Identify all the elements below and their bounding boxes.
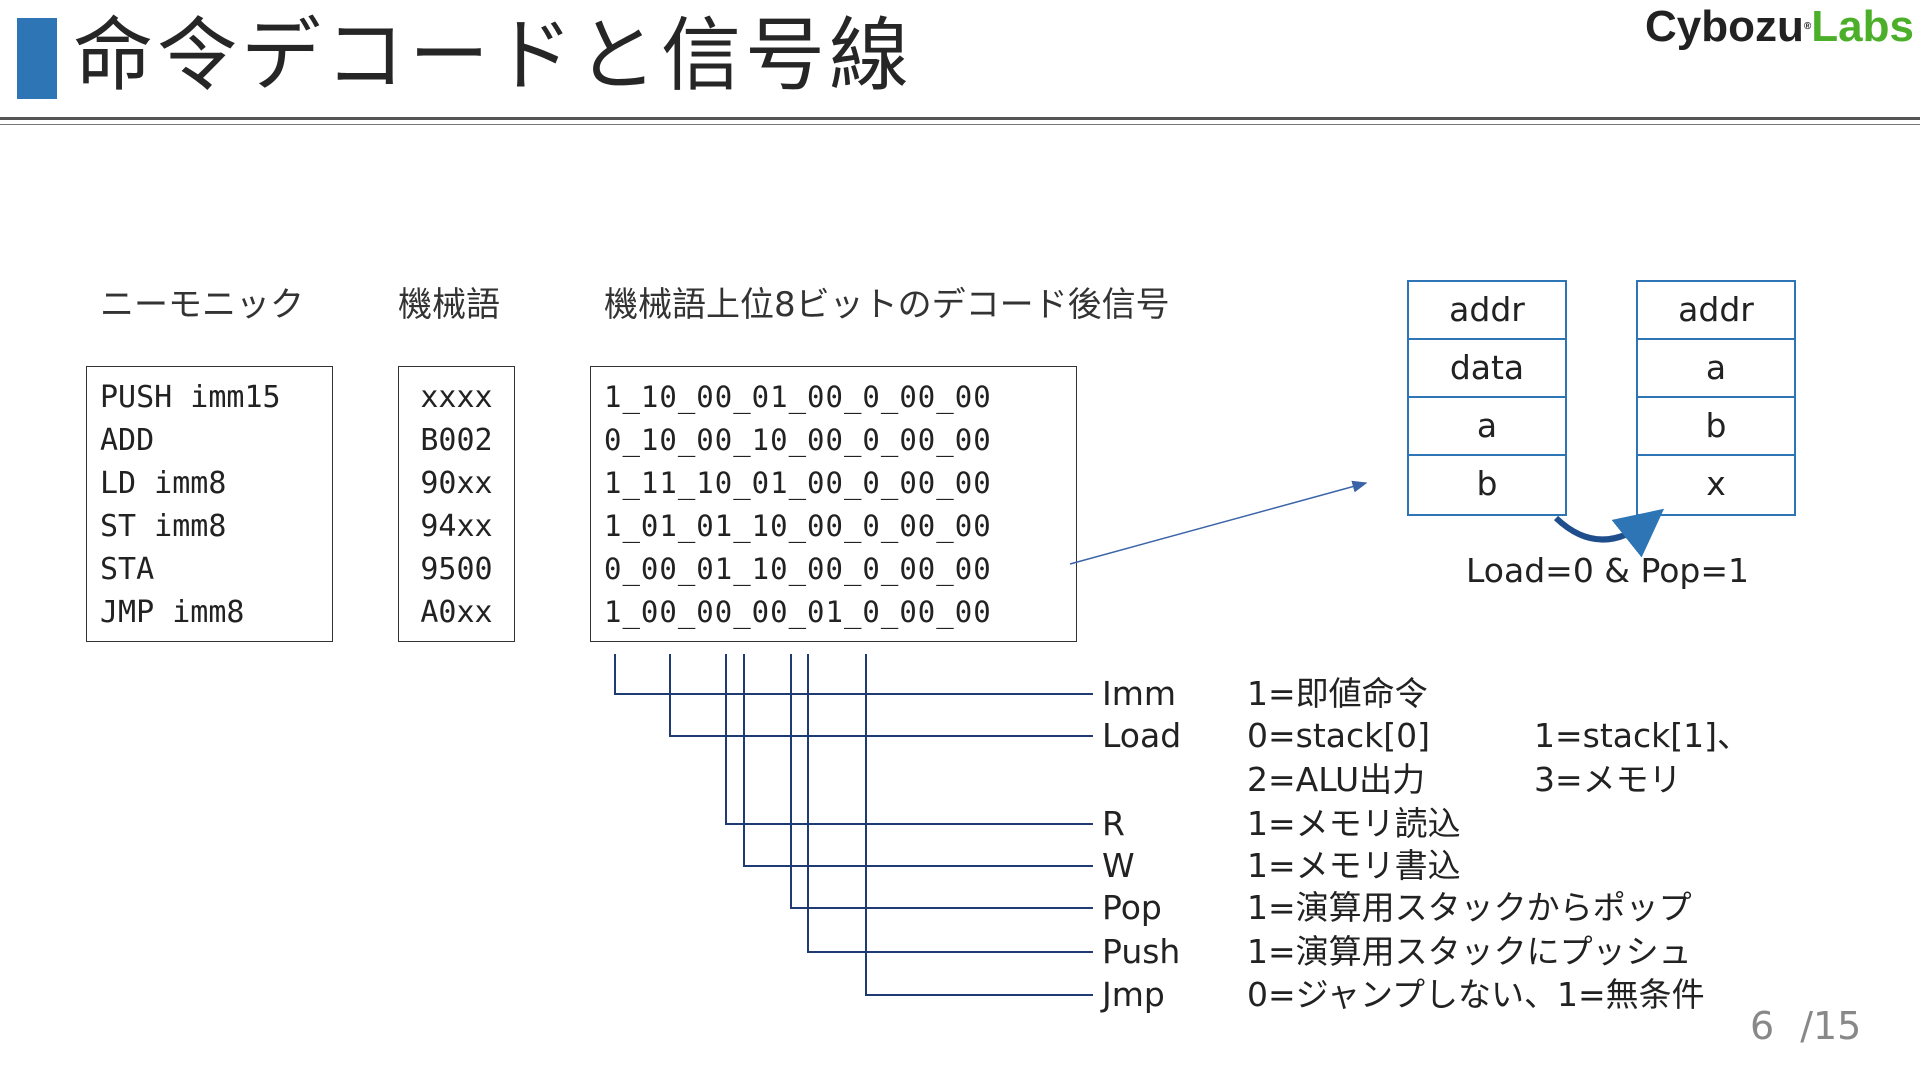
logo-text-labs: Labs <box>1811 2 1914 51</box>
decoded-signal-row: 0_10_00_10_00_0_00_00 <box>604 423 992 457</box>
title-accent-bar <box>17 18 57 99</box>
decoded-signal-row: 1_01_01_10_00_0_00_00 <box>604 509 992 543</box>
push-connector-line <box>807 654 1093 953</box>
decoded-signal-box: 1_10_00_01_00_0_00_00 0_10_00_10_00_0_00… <box>590 366 1077 642</box>
decoded-signal-row: 1_10_00_01_00_0_00_00 <box>604 380 992 414</box>
machine-code-box: xxxx B002 90xx 94xx 9500 A0xx <box>398 366 515 642</box>
machine-code-row: 90xx <box>420 466 493 501</box>
decoded-signal-row: 0_00_01_10_00_0_00_00 <box>604 552 992 586</box>
signal-load-desc2: 1=stack[1]、 <box>1534 716 1750 755</box>
machine-code-row: 9500 <box>420 552 493 587</box>
decoded-signal-header: 機械語上位8ビットのデコード後信号 <box>604 285 1170 325</box>
pop-connector-line <box>790 654 1093 909</box>
load-connector-line <box>669 654 1093 737</box>
stack-transition-caption: Load=0 & Pop=1 <box>1466 551 1750 590</box>
signal-imm-desc: 1=即値命令 <box>1247 674 1428 713</box>
mnemonic-header: ニーモニック <box>100 285 304 325</box>
header-rule <box>0 117 1920 120</box>
stack-before-cell: data <box>1409 340 1565 398</box>
machine-code-header: 機械語 <box>398 285 500 325</box>
machine-code-row: xxxx <box>420 380 493 415</box>
mnemonic-row: STA <box>100 552 155 587</box>
signal-pop-desc: 1=演算用スタックからポップ <box>1247 888 1692 927</box>
signal-push-label: Push <box>1102 932 1181 971</box>
signal-pop-label: Pop <box>1102 888 1162 927</box>
signal-imm-label: Imm <box>1102 674 1177 713</box>
imm-connector-line <box>614 654 1093 695</box>
signal-load-label: Load <box>1102 716 1182 755</box>
page-total: /15 <box>1800 1004 1862 1048</box>
jmp-connector-line <box>865 654 1093 996</box>
mnemonic-row: LD imm8 <box>100 466 227 501</box>
stack-after: addr a b x <box>1636 280 1796 516</box>
stack-after-cell: x <box>1706 464 1726 503</box>
signal-w-label: W <box>1102 846 1135 885</box>
machine-code-row: B002 <box>420 423 493 458</box>
w-connector-line <box>743 654 1093 867</box>
page-current: 6 <box>1750 1004 1775 1048</box>
mnemonic-row: ADD <box>100 423 155 458</box>
stack-transition-arrow <box>1553 508 1665 558</box>
stack-before-cell: a <box>1409 398 1565 456</box>
stack-before-cell: b <box>1476 464 1498 503</box>
signal-w-desc: 1=メモリ書込 <box>1247 846 1461 885</box>
signal-load-desc4: 3=メモリ <box>1534 760 1682 799</box>
stack-before-cell: addr <box>1409 282 1565 340</box>
r-connector-line <box>725 654 1093 825</box>
signal-load-desc3: 2=ALU出力 <box>1247 760 1426 799</box>
header-rule-thin <box>0 124 1920 125</box>
decoded-signal-row: 1_00_00_00_01_0_00_00 <box>604 595 992 629</box>
sta-to-stack-arrow <box>1069 480 1368 565</box>
decoded-signal-row: 1_11_10_01_00_0_00_00 <box>604 466 992 500</box>
mnemonic-row: PUSH imm15 <box>100 380 281 415</box>
signal-push-desc: 1=演算用スタックにプッシュ <box>1247 932 1692 971</box>
page-title: 命令デコードと信号線 <box>73 9 913 102</box>
signal-jmp-desc: 0=ジャンプしない、1=無条件 <box>1247 975 1705 1014</box>
mnemonic-row: ST imm8 <box>100 509 227 544</box>
logo-text-cybozu: Cybozu <box>1645 2 1804 51</box>
cybozu-labs-logo: Cybozu®Labs <box>1645 0 1914 54</box>
signal-r-label: R <box>1102 804 1125 843</box>
logo-registered-mark: ® <box>1803 21 1812 32</box>
machine-code-row: 94xx <box>420 509 493 544</box>
signal-jmp-label: Jmp <box>1102 975 1165 1014</box>
stack-after-cell: b <box>1638 398 1794 456</box>
signal-load-desc: 0=stack[0] <box>1247 716 1430 755</box>
mnemonic-box: PUSH imm15 ADD LD imm8 ST imm8 STA JMP i… <box>86 366 333 642</box>
page-number: 6/15 <box>1750 1003 1861 1049</box>
stack-before: addr data a b <box>1407 280 1567 516</box>
stack-after-cell: addr <box>1638 282 1794 340</box>
mnemonic-row: JMP imm8 <box>100 595 245 630</box>
signal-r-desc: 1=メモリ読込 <box>1247 804 1461 843</box>
stack-after-cell: a <box>1638 340 1794 398</box>
machine-code-row: A0xx <box>420 595 493 630</box>
